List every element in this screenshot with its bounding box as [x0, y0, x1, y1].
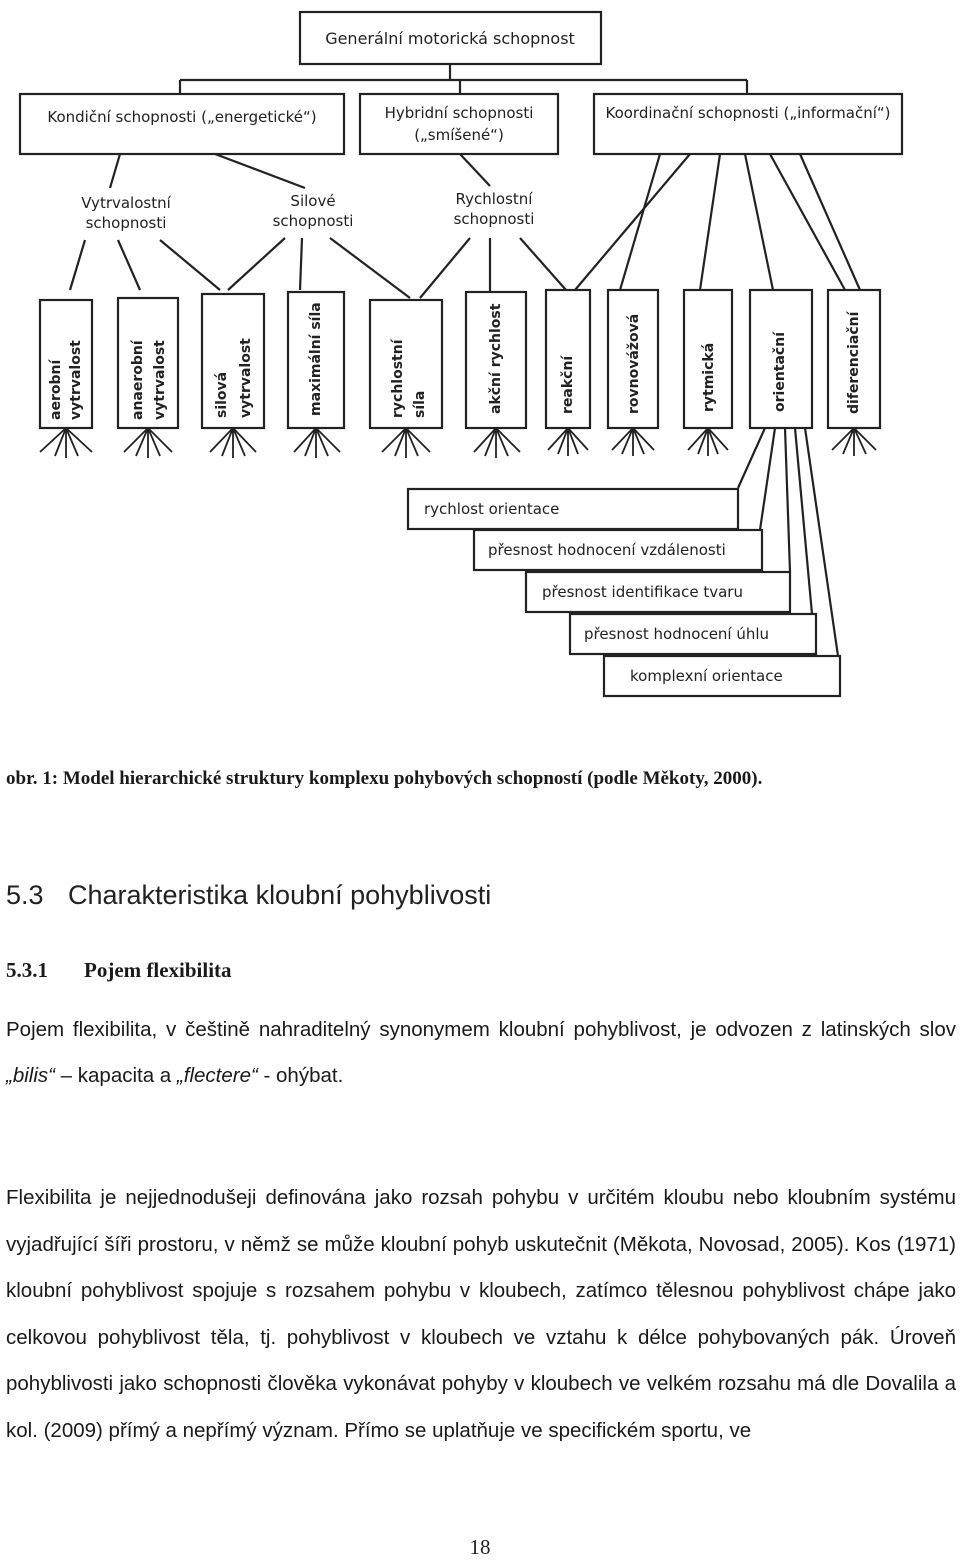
leaf-aerobni-1: aerobní: [48, 359, 64, 420]
vytrvalostni-label: Vytrvalostní: [81, 194, 171, 212]
leaf-silova-2: vytrvalost: [238, 338, 254, 418]
orient-label-1: rychlost orientace: [424, 500, 559, 518]
box-hybridni: [358, 92, 560, 156]
leaf-anaerobni-2: vytrvalost: [152, 340, 168, 420]
leaf-maximalni-sila: maximální síla: [308, 302, 324, 416]
kondicni-label: Kondiční schopnosti („energetické“): [47, 108, 316, 126]
orient-label-2: přesnost hodnocení vzdálenosti: [488, 541, 726, 559]
box-koordinacni: [592, 92, 904, 156]
leaf-rychlostni-1: rychlostní: [390, 338, 406, 418]
silove-sub-label: schopnosti: [273, 212, 354, 230]
section-number: 5.3: [6, 880, 44, 910]
leaf-diferenciacni: diferenciační: [846, 310, 862, 414]
leaf-silova-1: silová: [214, 372, 230, 418]
leaf-rovnovazova: rovnovážová: [626, 314, 642, 414]
silove-label: Silové: [290, 192, 335, 210]
leaf-aerobni-2: vytrvalost: [68, 340, 84, 420]
vytrvalostni-sub-label: schopnosti: [86, 214, 167, 232]
orient-label-4: přesnost hodnocení úhlu: [584, 625, 769, 643]
leaf-reakcni: reakční: [560, 355, 576, 414]
leaf-akcni-rychlost: akční rychlost: [488, 303, 504, 414]
term-flectere: „flectere“: [176, 1064, 258, 1087]
rychlostni-sub-label: schopnosti: [454, 210, 535, 228]
subsection-number: 5.3.1: [6, 958, 48, 982]
rychlostni-label: Rychlostní: [456, 190, 534, 208]
page-number: 18: [469, 1535, 491, 1559]
leaf-rychlostni-2: síla: [412, 391, 428, 418]
orient-label-3: přesnost identifikace tvaru: [542, 583, 743, 601]
paragraph-2: Flexibilita je nejjednodušeji definována…: [6, 1186, 956, 1442]
box-kondicni: [18, 92, 346, 156]
leaf-orientacni: orientační: [772, 331, 788, 412]
term-bilis: „bilis“: [6, 1064, 55, 1087]
paragraph-1: Pojem flexibilita, v češtině nahraditeln…: [6, 1007, 956, 1099]
paragraph-1-middle: – kapacita a: [54, 1064, 177, 1087]
section-heading: 5.3 Charakteristika kloubní pohyblivosti: [6, 880, 956, 911]
leaf-box-anaerobni: [116, 296, 180, 430]
hybridni-sub-label: („smíšené“): [414, 126, 504, 144]
subsection-heading: 5.3.1 Pojem flexibilita: [6, 958, 956, 983]
orient-label-5: komplexní orientace: [630, 667, 783, 685]
orient-box-4: [568, 612, 818, 656]
leaf-anaerobni-1: anaerobní: [130, 339, 146, 420]
koordinacni-label: Koordinační schopnosti („informační“): [605, 104, 890, 122]
paragraph-1-end: - ohýbat.: [257, 1064, 344, 1087]
leaf-box-rychlostni-sila: [368, 298, 444, 430]
leaf-box-orientacni: [748, 288, 814, 430]
top-label: Generální motorická schopnost: [325, 29, 575, 48]
orient-box-2: [472, 528, 764, 572]
hybridni-label: Hybridní schopnosti: [385, 104, 534, 122]
orient-box-3: [524, 570, 792, 614]
section-title: Charakteristika kloubní pohyblivosti: [68, 880, 492, 910]
paragraph-1-text: Pojem flexibilita, v češtině nahraditeln…: [6, 1018, 956, 1041]
orient-box-5: [602, 654, 842, 698]
abilities-hierarchy-diagram: Generální motorická schopnost Kondiční s…: [18, 10, 904, 698]
leaf-rytmicka: rytmická: [701, 343, 717, 412]
figure-caption: obr. 1: Model hierarchické struktury kom…: [6, 768, 763, 789]
subsection-title: Pojem flexibilita: [84, 958, 232, 982]
leaf-box-silova: [200, 292, 266, 430]
